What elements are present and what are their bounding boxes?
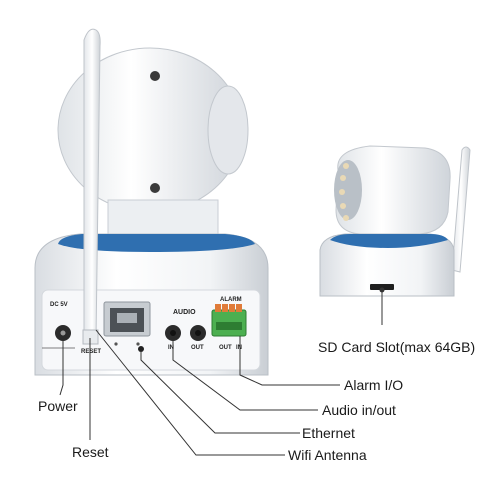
reset-panel-label: RESET xyxy=(81,349,102,355)
audio-panel-label: AUDIO xyxy=(173,309,196,316)
leader-ethernet xyxy=(140,352,300,434)
side-lens-bezel xyxy=(334,160,362,220)
side-blue-ring xyxy=(330,234,448,248)
leader-lines xyxy=(59,287,385,456)
leader-antenna xyxy=(95,329,285,456)
head-screw-bottom xyxy=(150,183,160,193)
side-camera xyxy=(319,145,471,297)
wifi-antenna-callout: Wifi Antenna xyxy=(288,447,367,463)
terminal-screw-2 xyxy=(222,304,228,312)
terminal-screw-3 xyxy=(229,304,235,312)
head-screw-top xyxy=(150,71,160,81)
sd-card-slot xyxy=(370,284,394,290)
leader-audio xyxy=(172,341,318,411)
camera-neck xyxy=(107,199,219,241)
ethernet-callout-dot xyxy=(138,346,144,352)
audio-in-label: IN xyxy=(168,345,174,351)
terminal-slots xyxy=(216,322,242,330)
alarm-panel-label: ALARM xyxy=(220,297,242,303)
side-antenna xyxy=(451,146,471,273)
ethernet-contacts xyxy=(117,313,137,323)
terminal-screw-4 xyxy=(236,304,242,312)
audio-io-callout: Audio in/out xyxy=(322,402,396,418)
sd-card-callout: SD Card Slot(max 64GB) xyxy=(318,339,476,355)
ethernet-callout: Ethernet xyxy=(302,425,355,441)
ethernet-led-right xyxy=(136,342,140,346)
main-camera xyxy=(34,28,269,376)
leader-power xyxy=(59,341,64,396)
dc-label: DC 5V xyxy=(50,302,68,308)
reset-callout: Reset xyxy=(72,444,109,460)
power-callout: Power xyxy=(38,398,78,414)
side-head xyxy=(335,145,451,235)
ethernet-latch xyxy=(122,323,132,328)
alarm-io-callout: Alarm I/O xyxy=(344,377,404,393)
alarm-out-label: OUT xyxy=(219,345,232,351)
ethernet-led-left xyxy=(114,342,118,346)
power-jack-pin xyxy=(60,330,66,336)
head-side-cap xyxy=(207,85,249,175)
leader-alarm xyxy=(239,336,340,386)
blue-accent-ring xyxy=(58,234,255,252)
audio-out-label: OUT xyxy=(191,345,204,351)
alarm-in-label: IN xyxy=(236,345,242,351)
terminal-screw-1 xyxy=(215,304,221,312)
